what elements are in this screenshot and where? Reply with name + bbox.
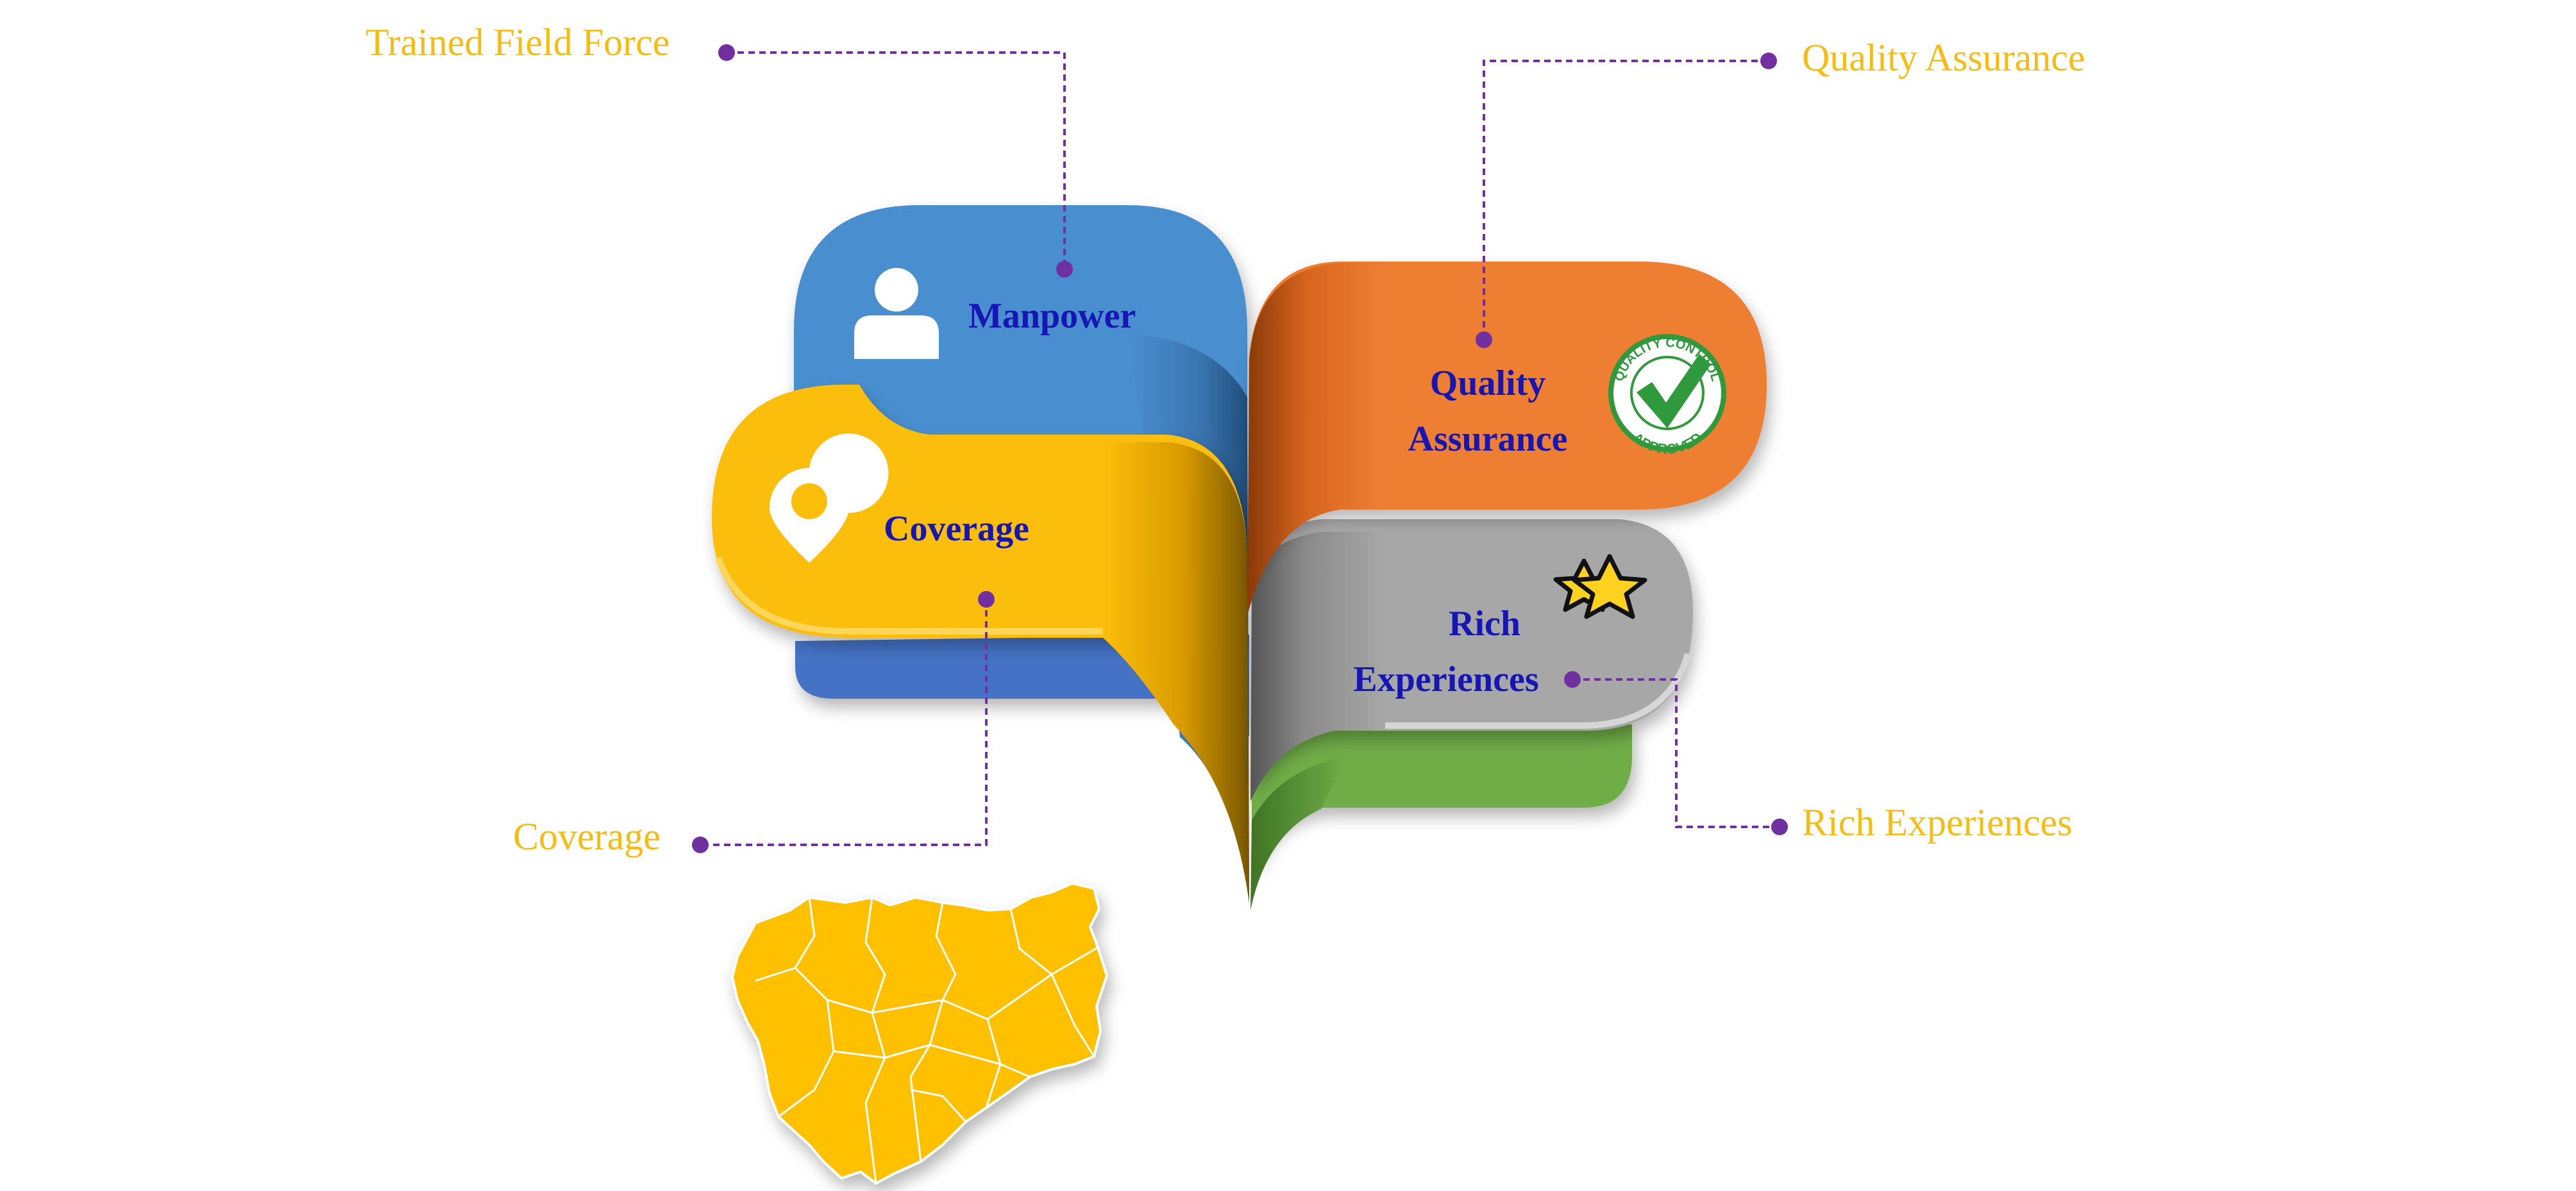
- quality-label-line1: Quality: [1429, 363, 1546, 403]
- coverage-label-text: Coverage: [884, 509, 1030, 549]
- callout-quality-assurance: Quality Assurance: [1802, 37, 2085, 79]
- green-curl: [1250, 756, 1347, 910]
- person-icon: [854, 268, 939, 359]
- coverage-map: [731, 882, 1108, 1185]
- callout-rich-experiences: Rich Experiences: [1802, 801, 2073, 844]
- connector-dot: [1564, 671, 1581, 688]
- connector-dot: [978, 591, 995, 608]
- rich-label-line1: Rich: [1449, 604, 1520, 644]
- connector-dot: [692, 837, 709, 853]
- connector-rich-experiences: [1572, 678, 1780, 828]
- connector-lines: [700, 51, 1780, 846]
- quality-control-approved-seal: QUALITY CONTROL APPROVED: [1608, 334, 1726, 457]
- rich-experiences-curl: [1250, 532, 1385, 801]
- coverage-curl: [1103, 442, 1249, 904]
- under-green-ribbon: [1252, 724, 1632, 872]
- two-stars-icon: [1553, 554, 1647, 619]
- connector-dot: [1771, 819, 1788, 835]
- connector-quality-assurance: [1483, 60, 1769, 340]
- callout-trained-field-force: Trained Field Force: [366, 21, 670, 63]
- connector-dot: [1476, 331, 1492, 348]
- rich-label-line2: Experiences: [1353, 659, 1539, 699]
- connector-trained-field-force: [727, 51, 1066, 269]
- location-pin-icon: [770, 433, 889, 563]
- manpower-card-label: Manpower: [968, 288, 1136, 344]
- connector-dot: [1056, 261, 1073, 278]
- coverage-card-rim: [715, 556, 1103, 635]
- connector-dot: [718, 44, 735, 61]
- connector-dot: [1760, 53, 1777, 69]
- coverage-card-label: Coverage: [884, 501, 1029, 557]
- callout-coverage: Coverage: [513, 815, 661, 858]
- manpower-label-text: Manpower: [968, 296, 1136, 336]
- rich-card-rim: [1385, 653, 1691, 729]
- quality-assurance-card-label: Quality Assurance: [1398, 356, 1578, 467]
- quality-assurance-curl: [1247, 263, 1379, 615]
- connector-coverage: [700, 599, 988, 846]
- connector-dots: [692, 44, 1788, 853]
- rich-experiences-card-label: Rich Experiences: [1337, 596, 1555, 708]
- quality-label-line2: Assurance: [1408, 419, 1568, 459]
